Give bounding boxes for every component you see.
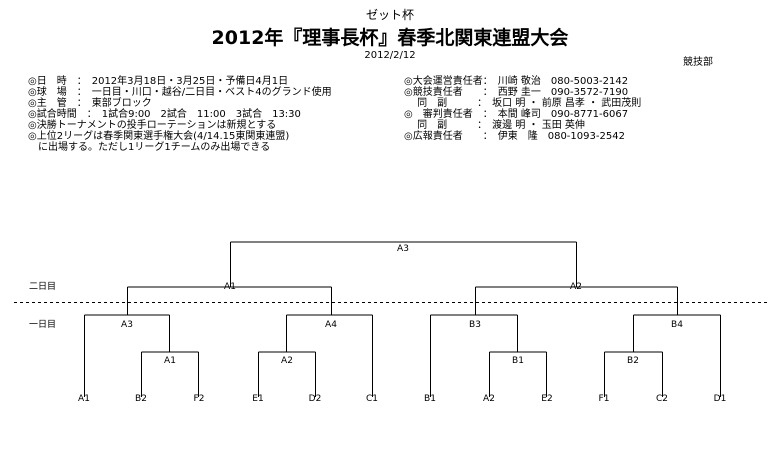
quarter-b3-connector <box>430 314 518 397</box>
info-line-host: ◎主 管 ： 東部ブロック <box>28 98 152 109</box>
team-label: A1 <box>78 394 90 404</box>
first-round-a2-connector <box>258 351 316 397</box>
day1-label: 一日目 <box>29 319 56 330</box>
winner-labels: A3 A1 A2 A3 A4 B3 B4 A1 A2 B1 B2 <box>121 244 683 366</box>
info-line-pitcher-rotation: ◎決勝トーナメントの投手ローテーションは新規とする <box>28 120 277 131</box>
team-label: C1 <box>366 394 378 404</box>
bracket-lines <box>84 241 721 397</box>
quarter-a3-connector <box>84 314 170 397</box>
info-line-qualification: ◎上位2リーグは春季関東選手権大会(4/14.15東関東連盟) <box>28 131 290 142</box>
first-round-slot-label: B1 <box>512 356 524 366</box>
schedule-info-list: ◎日 時 ： 2012年3月18日・3月25日・予備日4月1日 ◎球 場 ： 一… <box>28 76 332 153</box>
quarter-slot-label: B3 <box>469 320 481 330</box>
official-line-operations: ◎大会運営責任者： 川崎 敬治 080-5003-2142 <box>404 76 629 87</box>
team-label: E2 <box>541 394 552 404</box>
team-label: D1 <box>714 394 727 404</box>
info-line-game-times: ◎試合時間 ： 1試合9:00 2試合 11:00 3試合 13:30 <box>28 109 301 120</box>
officials-info-list: ◎大会運営責任者： 川崎 敬治 080-5003-2142 ◎競技責任者 ： 西… <box>404 76 641 142</box>
tournament-title: 2012年『理事長杯』春季北関東連盟大会 <box>211 27 569 49</box>
quarter-slot-label: A3 <box>121 320 133 330</box>
day2-label: 二日目 <box>29 281 56 292</box>
official-line-pr: ◎広報責任者 ： 伊東 隆 080-1093-2542 <box>404 131 625 142</box>
department-label: 競技部 <box>683 57 713 68</box>
official-line-competition: ◎競技責任者 ： 西野 圭一 090-3572-7190 <box>404 87 629 98</box>
first-round-b1-connector <box>489 351 547 397</box>
semi-left-slot-label: A1 <box>224 282 236 292</box>
first-round-b2-connector <box>604 351 663 397</box>
quarter-a4-connector <box>286 314 373 397</box>
first-round-slot-label: A1 <box>164 356 176 366</box>
document-date: 2012/2/12 <box>364 50 416 61</box>
semi-left-connector <box>127 286 332 315</box>
info-line-qualification-note: に出場する。ただし1リーグ1チームのみ出場できる <box>28 142 271 153</box>
quarter-b4-connector <box>633 314 721 397</box>
team-label: D2 <box>309 394 322 404</box>
team-labels: A1 B2 F2 E1 D2 C1 B1 A2 E2 F1 C2 D1 <box>78 394 726 404</box>
team-label: F1 <box>599 394 610 404</box>
semi-right-slot-label: A2 <box>570 282 582 292</box>
team-label: C2 <box>656 394 668 404</box>
info-line-ballpark: ◎球 場 ： 一日目・川口・越谷/二日目・ベスト4のグランド使用 <box>28 87 332 98</box>
first-round-a1-connector <box>141 351 199 397</box>
quarter-slot-label: A4 <box>325 320 337 330</box>
first-round-slot-label: A2 <box>281 356 293 366</box>
official-line-umpire-deputy: 同 副 ： 渡邊 明 ・ 玉田 英伸 <box>404 120 585 131</box>
official-line-umpire: ◎ 審判責任者 ： 本間 峰司 090-8771-6067 <box>404 109 629 120</box>
first-round-slot-label: B2 <box>627 356 639 366</box>
official-line-competition-deputy: 同 副 ： 坂口 明 ・ 前原 昌孝 ・ 武田茂則 <box>404 98 642 109</box>
sponsor-cup-name: ゼット杯 <box>365 8 414 22</box>
team-label: B1 <box>424 394 436 404</box>
info-line-date: ◎日 時 ： 2012年3月18日・3月25日・予備日4月1日 <box>28 76 289 87</box>
team-label: F2 <box>194 394 205 404</box>
team-label: E1 <box>252 394 263 404</box>
team-label: A2 <box>483 394 495 404</box>
final-connector <box>230 241 577 287</box>
quarter-slot-label: B4 <box>671 320 683 330</box>
final-slot-label: A3 <box>397 244 409 254</box>
semi-right-connector <box>475 286 678 315</box>
team-label: B2 <box>135 394 147 404</box>
